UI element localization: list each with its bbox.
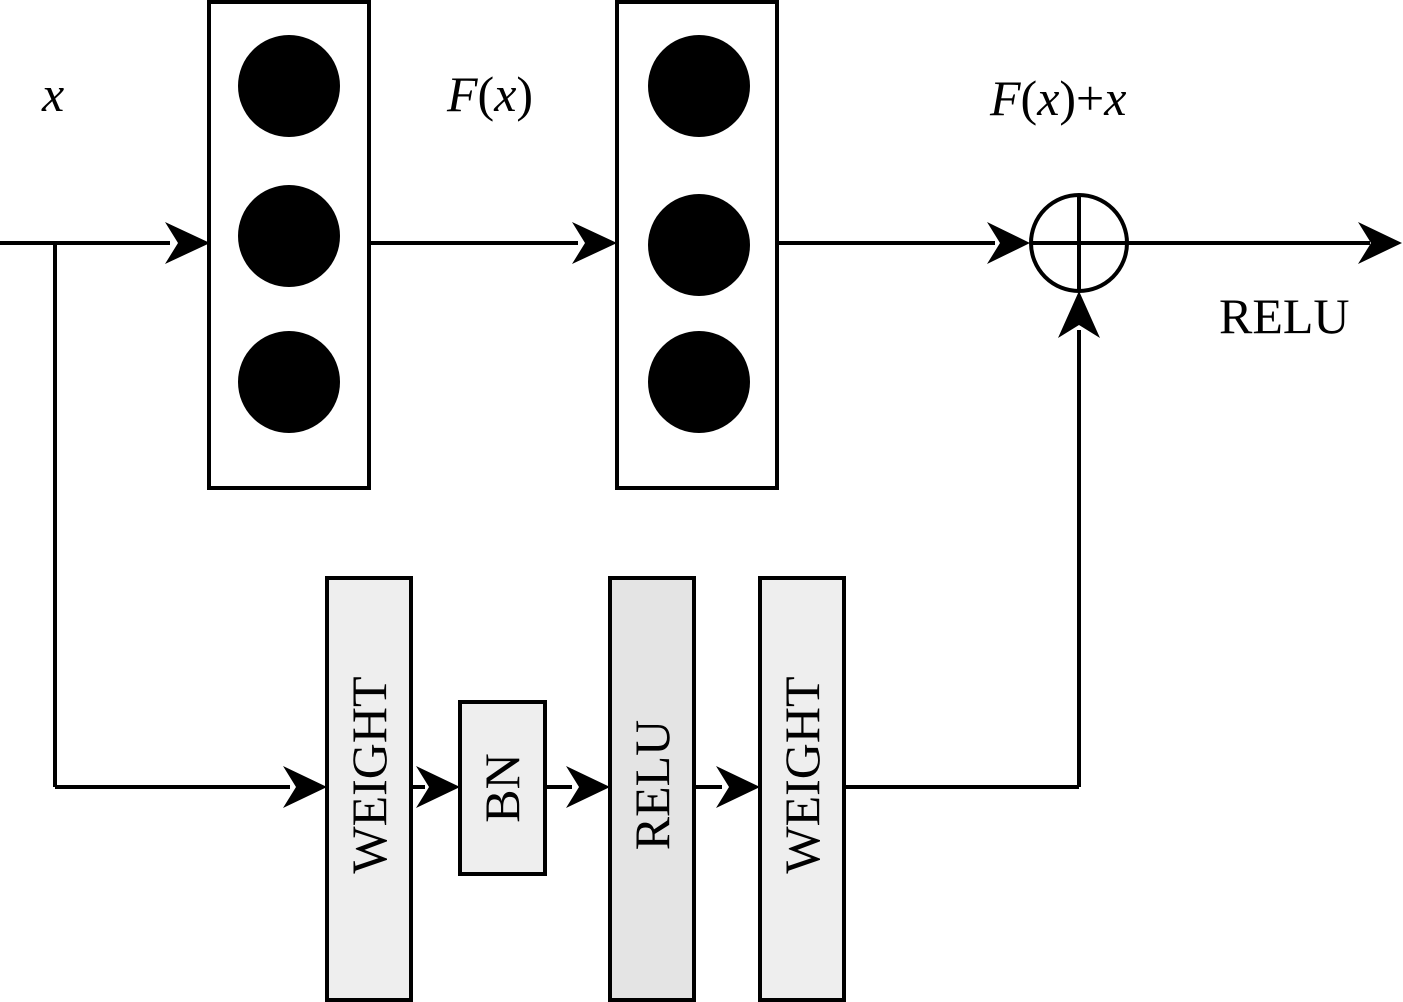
sum-output-label: F(x)+x bbox=[989, 70, 1126, 126]
layer-1-neuron-1 bbox=[238, 35, 340, 137]
layer-2-neuron-1 bbox=[648, 35, 750, 137]
weight-2-label: WEIGHT bbox=[774, 676, 830, 873]
hidden-output-paren-open: ( bbox=[478, 66, 495, 122]
arrow-to-layer-1 bbox=[165, 222, 210, 264]
arrow-to-relu bbox=[566, 766, 610, 808]
layer-1-neuron-3 bbox=[238, 331, 340, 433]
weight-2-block bbox=[758, 576, 846, 1002]
arrow-to-bn bbox=[416, 766, 460, 808]
sum-output-f: F bbox=[989, 70, 1021, 126]
arrow-to-weight-1 bbox=[283, 766, 327, 808]
layer-2-neuron-3 bbox=[648, 331, 750, 433]
hidden-output-paren-close: ) bbox=[516, 66, 533, 122]
arrow-to-weight-2 bbox=[716, 766, 760, 808]
arrow-to-sum bbox=[987, 222, 1030, 264]
hidden-output-x: x bbox=[493, 66, 516, 122]
layer-1-neuron-2 bbox=[238, 185, 340, 287]
sum-output-x1: x bbox=[1036, 70, 1059, 126]
sum-output-paren-close-plus: )+ bbox=[1059, 70, 1104, 126]
bn-label: BN bbox=[474, 753, 530, 822]
arrow-up-to-sum bbox=[1058, 291, 1100, 338]
output-activation-label: RELU bbox=[1219, 288, 1350, 344]
sum-output-x2: x bbox=[1103, 70, 1126, 126]
output-arrow bbox=[1358, 222, 1402, 264]
arrow-to-layer-2 bbox=[572, 222, 617, 264]
relu-block-label: RELU bbox=[624, 720, 680, 851]
weight-1-label: WEIGHT bbox=[341, 676, 397, 873]
hidden-output-label: F(x) bbox=[446, 66, 533, 122]
hidden-output-f: F bbox=[446, 66, 478, 122]
sum-output-paren-open: ( bbox=[1021, 70, 1038, 126]
layer-2-neuron-2 bbox=[648, 194, 750, 296]
input-label: x bbox=[41, 66, 64, 122]
